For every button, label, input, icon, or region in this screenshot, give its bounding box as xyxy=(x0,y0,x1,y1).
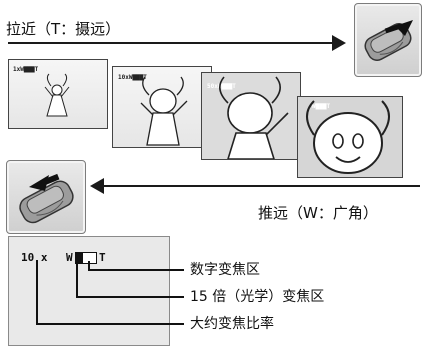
zoom-out-arrow-line xyxy=(102,185,420,187)
figure-illustration xyxy=(140,76,188,146)
tele-label: T xyxy=(99,251,106,264)
zoom-switch-w-image xyxy=(6,160,86,234)
zoom-out-heading: 推远（W：广角） xyxy=(258,204,378,222)
zoom-frame-1x: 1xW▇▇▇T xyxy=(8,59,108,129)
zoom-out-arrowhead-icon xyxy=(90,178,104,194)
zoom-indicator: W▇▇▇T xyxy=(312,103,331,110)
zoom-indicator: 10xW▇▇▇T xyxy=(118,74,147,81)
zoom-frame-50x: 50xW▇▇▇T xyxy=(201,72,301,160)
figure-illustration xyxy=(306,100,390,174)
callout-line-optical-v xyxy=(76,261,78,297)
callout-line-digital-h xyxy=(88,269,184,271)
approx-zoom-ratio-label: 大约变焦比率 xyxy=(190,316,274,332)
callout-line-approx-h xyxy=(36,323,184,325)
zoom-switch-t-image xyxy=(354,3,422,77)
zoom-ratio-value: 10 x xyxy=(21,251,48,264)
figure-illustration xyxy=(44,73,70,117)
optical-zoom-area-label: 15 倍（光学）变焦区 xyxy=(190,289,325,305)
zoom-indicator-detail-panel: 10 x W T xyxy=(8,236,170,346)
zoom-in-heading: 拉近（T：摄远） xyxy=(6,20,121,38)
callout-line-optical-h xyxy=(76,296,184,298)
zoom-frame-10x: 10xW▇▇▇T xyxy=(112,66,212,148)
zoom-indicator: 50xW▇▇▇T xyxy=(207,83,236,90)
zoom-bar xyxy=(75,252,97,264)
wide-label: W xyxy=(66,251,73,264)
callout-line-digital-v xyxy=(88,261,90,270)
zoom-lever-w-icon xyxy=(19,173,74,224)
zoom-in-arrowhead-icon xyxy=(332,35,346,51)
zoom-lever-t-icon xyxy=(364,20,413,61)
zoom-indicator: 1xW▇▇▇T xyxy=(13,66,39,73)
digital-zoom-area-label: 数字变焦区 xyxy=(190,262,260,278)
zoom-in-arrow-line xyxy=(8,42,336,44)
callout-line-approx-v xyxy=(36,260,38,324)
zoom-frame-max: W▇▇▇T xyxy=(297,96,403,178)
figure-illustration xyxy=(219,76,289,159)
